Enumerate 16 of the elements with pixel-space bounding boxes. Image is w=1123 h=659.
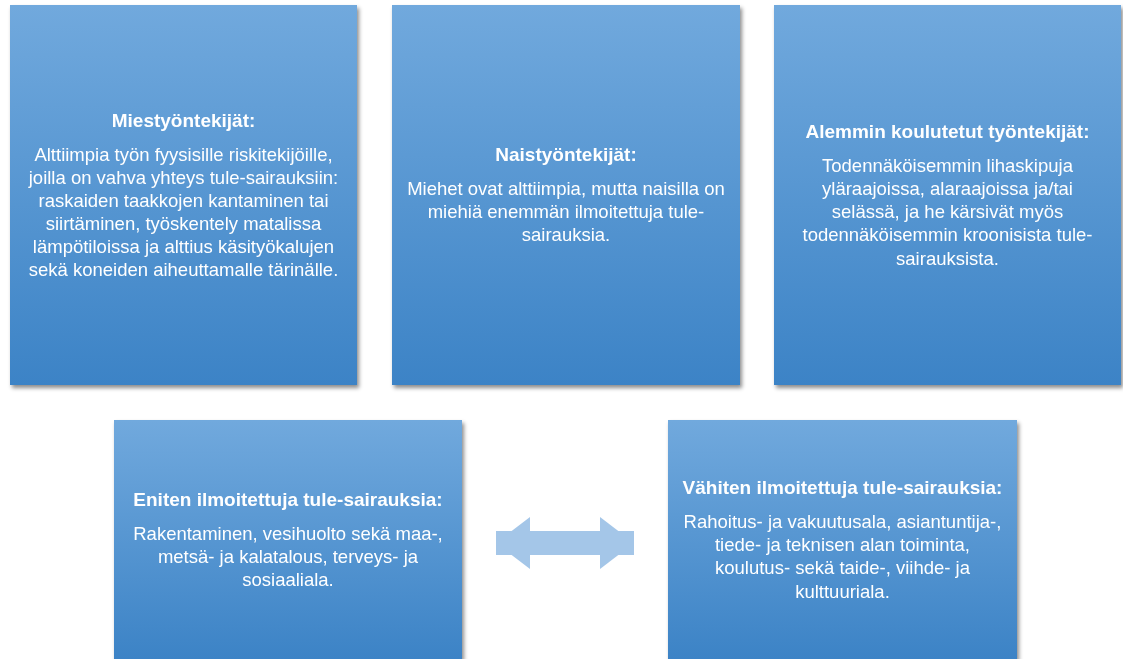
box-text: Miehet ovat alttiimpia, mutta naisilla on miehiä enemmän ilmoitettuja tule-sairauksia. [406, 177, 726, 247]
text-box [392, 5, 740, 385]
box-heading: Miestyöntekijät: [111, 108, 256, 133]
box-text: Alttiimpia työn fyysisille riskitekijöille, joilla on vahva yhteys tule-sairauksiin: raskaiden taakkojen kantaminen tai siirtäminen, työskentely matalissa lämpötiloissa ja alttius käsityökalujen sekä koneiden aiheuttamalle tärinälle. [27, 142, 340, 282]
box-heading: Vähiten ilmoitettuja tule-sairauksia: [682, 476, 1003, 501]
text-box [668, 420, 1017, 659]
box-heading: Eniten ilmoitettuja tule-sairauksia: [133, 487, 443, 512]
double-arrow [496, 517, 634, 569]
box-text: Rahoitus- ja vakuutusala, asiantuntija-, tiede- ja teknisen alan toiminta, koulutus- sekä taide-, viihde- ja kulttuuriala. [682, 510, 1003, 603]
box-text: Todennäköisemmin lihaskipuja yläraajoissa, alaraajoissa ja/tai selässä, ja he kärsivät myös todennäköisemmin kroonisista tule-sairauksista. [801, 154, 1094, 270]
box-heading: Alemmin koulutetut työntekijät: [805, 120, 1090, 145]
text-box [10, 5, 357, 385]
text-box [114, 420, 462, 659]
box-text: Rakentaminen, vesihuolto sekä maa-, metsä- ja kalatalous, terveys- ja sosiaaliala. [132, 521, 444, 592]
box-heading: Naistyöntekijät: [495, 143, 637, 168]
text-box [774, 5, 1121, 385]
